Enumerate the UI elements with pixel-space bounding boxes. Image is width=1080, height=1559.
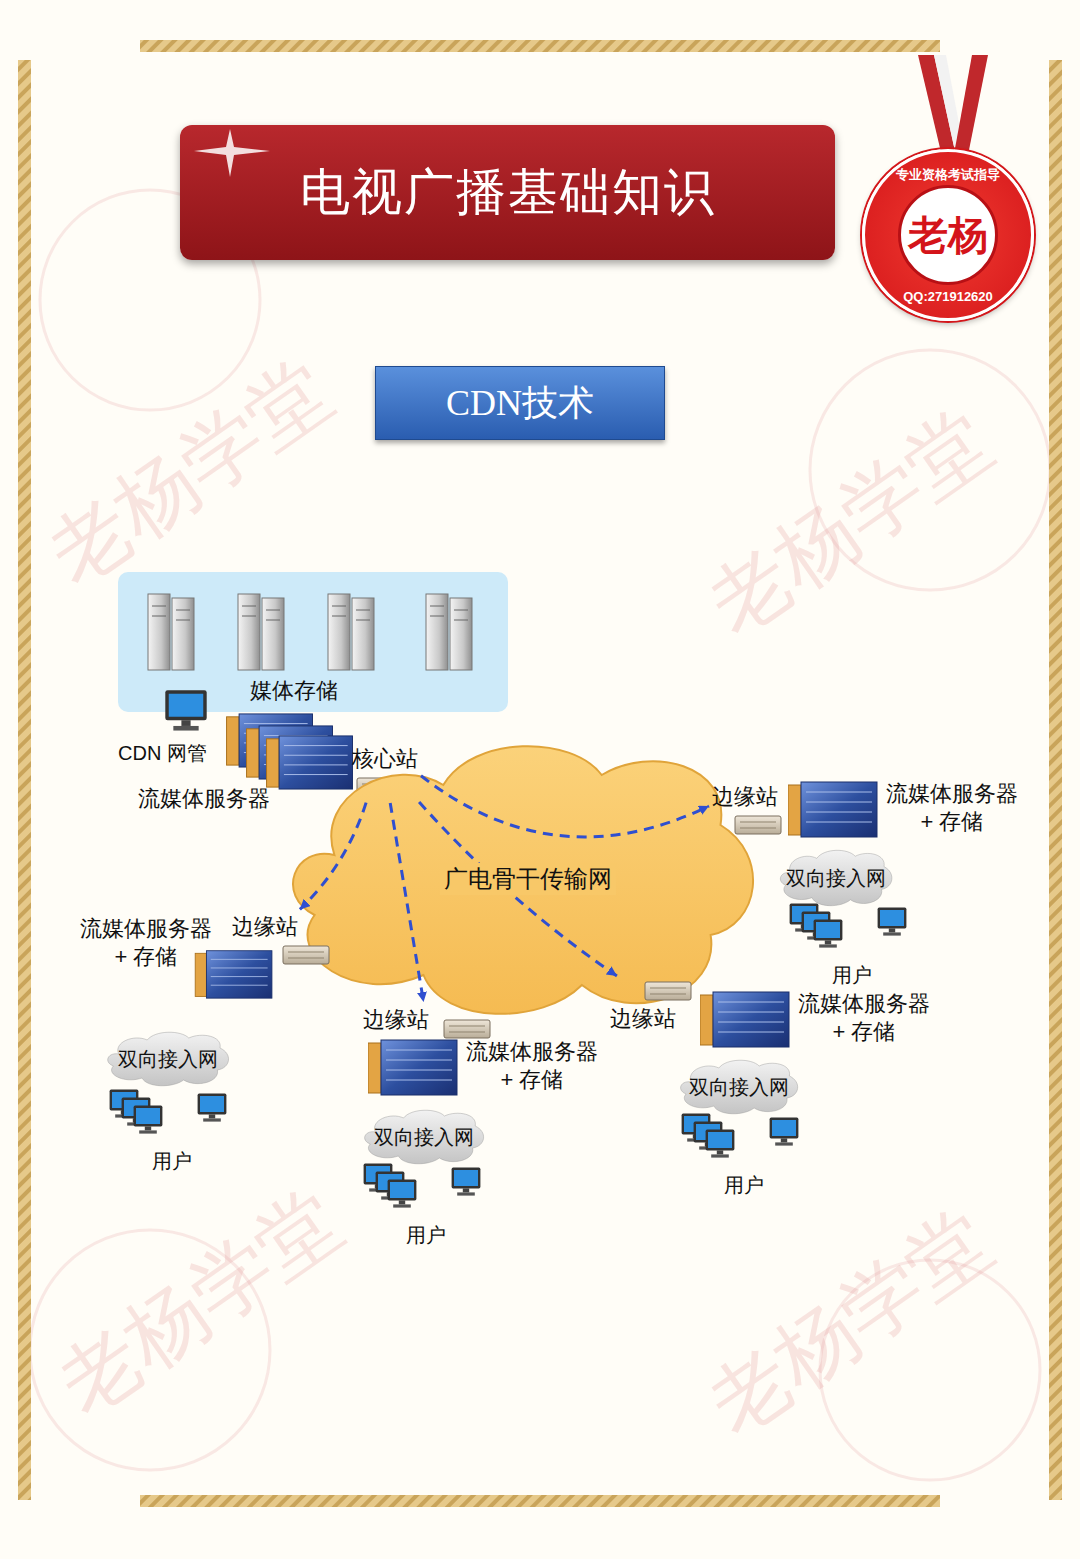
- node-cloud: 双向接入网: [676, 1058, 802, 1116]
- title-text: 电视广播基础知识: [300, 159, 716, 226]
- panel-label: 媒体存储: [250, 676, 338, 706]
- dashed-arrow: [300, 803, 366, 910]
- node-srv: 流媒体服务器 + 存储: [368, 1038, 602, 1096]
- station-label: 边缘站: [232, 912, 298, 942]
- stamp-name: 老杨: [865, 210, 1031, 260]
- node-bigcloud: 广电骨干传输网: [275, 735, 770, 1025]
- storage-server-icon: [236, 592, 286, 672]
- cloud-label: 双向接入网: [118, 1046, 218, 1073]
- server-label: 流媒体服务器 + 存储: [882, 780, 1022, 835]
- streaming-server-icon: [788, 780, 878, 838]
- node-stnRow: 边缘站: [363, 1005, 491, 1039]
- node-users: 用户: [362, 1162, 482, 1249]
- node-btn: CDN技术: [375, 366, 665, 440]
- watermark-text: 老杨学堂: [688, 1188, 1012, 1460]
- watermark-text: 老杨学堂: [28, 338, 352, 610]
- server-label: 流媒体服务器 + 存储: [462, 1038, 602, 1093]
- subtitle-text: CDN技术: [446, 379, 594, 428]
- edge-device-icon: [443, 1019, 491, 1039]
- station-label: 边缘站: [363, 1005, 429, 1035]
- station-label: 核心站: [352, 744, 418, 774]
- watermark-text: 老杨学堂: [38, 1168, 362, 1440]
- station-label: 边缘站: [610, 1004, 676, 1034]
- cloud-label: 双向接入网: [374, 1124, 474, 1151]
- pc-label: CDN 网管: [118, 740, 207, 767]
- node-srv: 流媒体服务器 + 存储: [788, 780, 1022, 838]
- stamp-text: 专业资格考试指导: [865, 166, 1031, 184]
- storage-server-icon: [326, 592, 376, 672]
- server-label: 流媒体服务器 + 存储: [76, 915, 216, 970]
- node-stamp: 专业资格考试指导老杨 QQ:271912620: [862, 149, 1034, 321]
- streaming-server-icon: [700, 990, 790, 1048]
- rope-border-right: [1049, 60, 1062, 1500]
- dashed-arrow: [421, 776, 709, 837]
- cloud-label: 双向接入网: [689, 1074, 789, 1101]
- stamp-text: QQ:271912620: [865, 289, 1031, 304]
- server-label: 流媒体服务器: [138, 784, 270, 814]
- user-label: 用户: [832, 962, 872, 989]
- user-label: 用户: [152, 1148, 192, 1175]
- user-computers-icon: [362, 1162, 482, 1216]
- rope-border-top: [140, 40, 940, 52]
- edge-device-icon: [644, 981, 692, 1001]
- node-cloud: 双向接入网: [776, 848, 896, 908]
- user-label: 用户: [724, 1172, 764, 1199]
- streaming-server-icon: [368, 1038, 458, 1096]
- user-label: 用户: [406, 1222, 446, 1249]
- node-srv: 流媒体服务器 + 存储: [700, 990, 934, 1048]
- ornament-circles: [30, 190, 1050, 1480]
- streaming-server-icon: [265, 734, 355, 790]
- edge-device-icon: [282, 945, 330, 965]
- station-label: 边缘站: [712, 782, 778, 812]
- edge-device-icon: [734, 815, 782, 835]
- node-pcTop: CDN 网管: [118, 688, 210, 767]
- storage-server-icon: [424, 592, 474, 672]
- user-computers-icon: [108, 1088, 228, 1142]
- rope-border-bottom: [140, 1495, 940, 1507]
- cloud-label: 双向接入网: [786, 865, 886, 892]
- node-stn: 边缘站: [712, 782, 782, 838]
- storage-server-icon: [146, 592, 196, 672]
- node-stnUp: 边缘站: [610, 978, 692, 1034]
- server-label: 流媒体服务器 + 存储: [794, 990, 934, 1045]
- user-computers-icon: [788, 902, 908, 956]
- dashed-arrow: [390, 803, 423, 1002]
- user-computers-icon: [680, 1112, 800, 1166]
- node-users: 用户: [788, 902, 908, 989]
- cloud-label: 广电骨干传输网: [440, 863, 616, 895]
- sparkle: [190, 125, 280, 185]
- node-users: 用户: [108, 1088, 228, 1175]
- management-pc-icon: [162, 688, 210, 734]
- streaming-server-icon: [194, 949, 274, 999]
- watermark-text: 老杨学堂: [688, 388, 1012, 660]
- node-cloud: 双向接入网: [103, 1030, 233, 1088]
- rope-border-left: [18, 60, 31, 1500]
- node-users: 用户: [680, 1112, 800, 1199]
- node-cloud: 双向接入网: [360, 1108, 488, 1166]
- title-banner: 电视广播基础知识: [180, 125, 835, 260]
- dashed-arrow: [419, 802, 617, 976]
